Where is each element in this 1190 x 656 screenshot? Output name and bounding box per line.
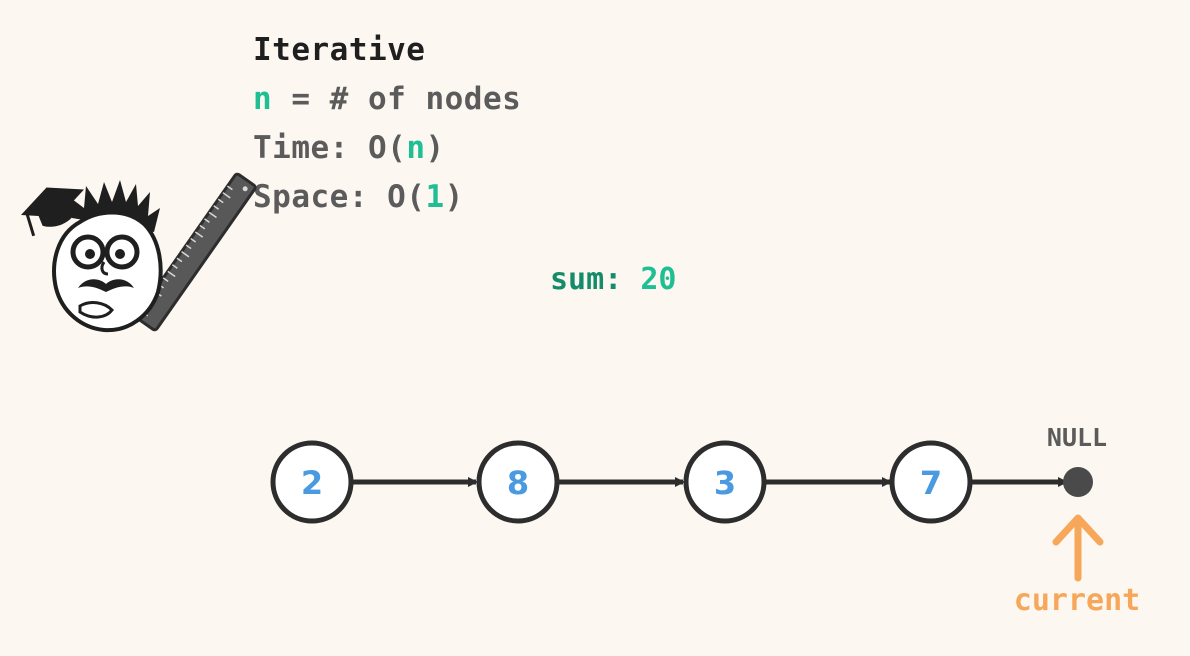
approach-title: Iterative [253,32,426,68]
node-value: 7 [920,464,942,502]
n-symbol: n [253,81,273,117]
ruler-icon [135,172,257,332]
space-suffix: ) [444,179,464,215]
space-prefix: Space: O( [253,179,426,215]
complexity-info: Iterative n = # of nodes Time: O(n) Spac… [253,26,521,222]
n-definition-text: = # of nodes [272,81,522,117]
time-complexity: Time: O(n) [253,124,521,173]
space-variable: 1 [425,179,445,215]
time-variable: n [406,130,426,166]
sum-value: 20 [640,262,677,297]
professor-mascot-icon [20,180,163,333]
n-definition: n = # of nodes [253,75,521,124]
current-pointer-label: current [1014,583,1140,618]
time-suffix: ) [425,130,445,166]
node-value: 2 [301,464,323,502]
up-arrow-icon [1052,514,1104,582]
sum-label: sum: [550,262,641,297]
null-label: NULL [1047,423,1107,452]
node-value: 3 [714,464,736,502]
list-node [476,440,560,524]
node-value: 8 [507,464,529,502]
null-dot [1063,467,1093,497]
list-node [889,440,973,524]
list-node [683,440,767,524]
space-complexity: Space: O(1) [253,173,521,222]
time-prefix: Time: O( [253,130,407,166]
list-node [270,440,354,524]
sum-readout: sum: 20 [550,262,676,297]
